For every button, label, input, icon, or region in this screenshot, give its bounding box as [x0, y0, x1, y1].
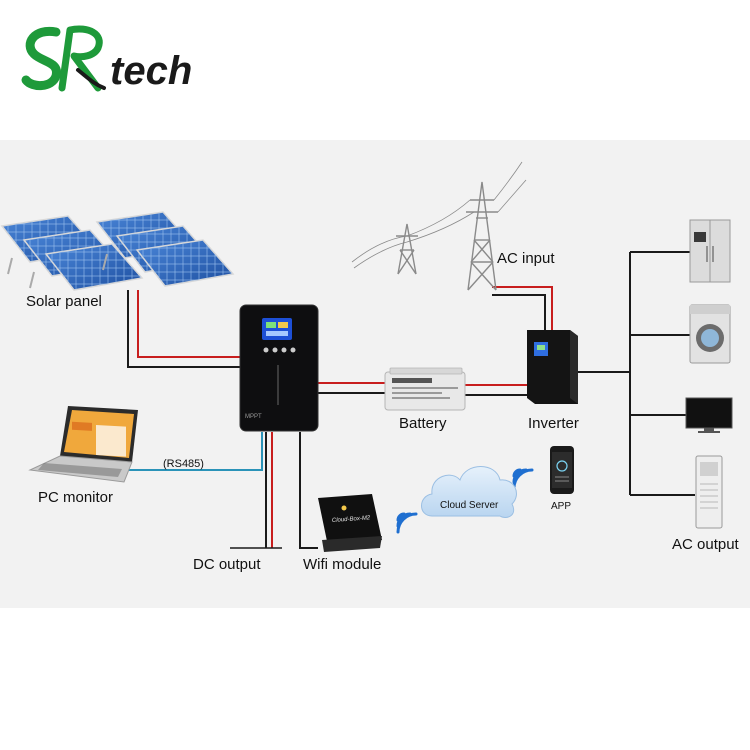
washing-machine-icon — [689, 304, 731, 364]
cloud-server-label: Cloud Server — [440, 500, 499, 511]
app-label: APP — [551, 501, 571, 512]
wire-solar-negative — [127, 290, 240, 368]
srtech-logo: tech — [21, 25, 192, 93]
inverter-label: Inverter — [528, 415, 579, 432]
controller-icon: MPPT — [239, 304, 319, 432]
rs485-label: (RS485) — [163, 458, 204, 470]
wires — [120, 251, 695, 549]
ac-output-label: AC output — [672, 536, 740, 553]
wifi-module-device-text: Cloud-Box-M2 — [332, 515, 371, 524]
solar-panel-label: Solar panel — [26, 293, 102, 310]
phone-icon — [550, 446, 574, 494]
wifi-signal-icon — [512, 468, 534, 490]
battery-icon — [384, 367, 466, 411]
inverter-icon — [527, 330, 578, 404]
wire-ac-input-live — [492, 286, 553, 330]
cloud-icon — [421, 466, 517, 518]
wire-ac-input-neutral — [492, 294, 546, 330]
dc-output-label: DC output — [193, 556, 261, 573]
wifi-module-icon: Cloud-Box-M2 — [318, 494, 382, 552]
controller-brand-text: MPPT — [245, 414, 262, 420]
wire-rs485 — [120, 432, 263, 471]
wire-wifi-module — [299, 432, 318, 549]
laptop-icon — [28, 406, 138, 483]
wire-solar-positive — [137, 290, 240, 358]
wifi-module-label: Wifi module — [303, 556, 381, 573]
tv-icon — [685, 397, 733, 433]
power-tower-icon — [351, 161, 527, 291]
battery-label: Battery — [399, 415, 447, 432]
pc-monitor-label: PC monitor — [38, 489, 113, 506]
wifi-signal-icon — [396, 512, 418, 534]
svg-text:tech: tech — [110, 49, 192, 93]
fridge-icon — [689, 219, 731, 283]
ac-input-label: AC input — [497, 250, 555, 267]
solar-panel-icon — [0, 211, 235, 291]
air-conditioner-icon — [695, 455, 723, 529]
